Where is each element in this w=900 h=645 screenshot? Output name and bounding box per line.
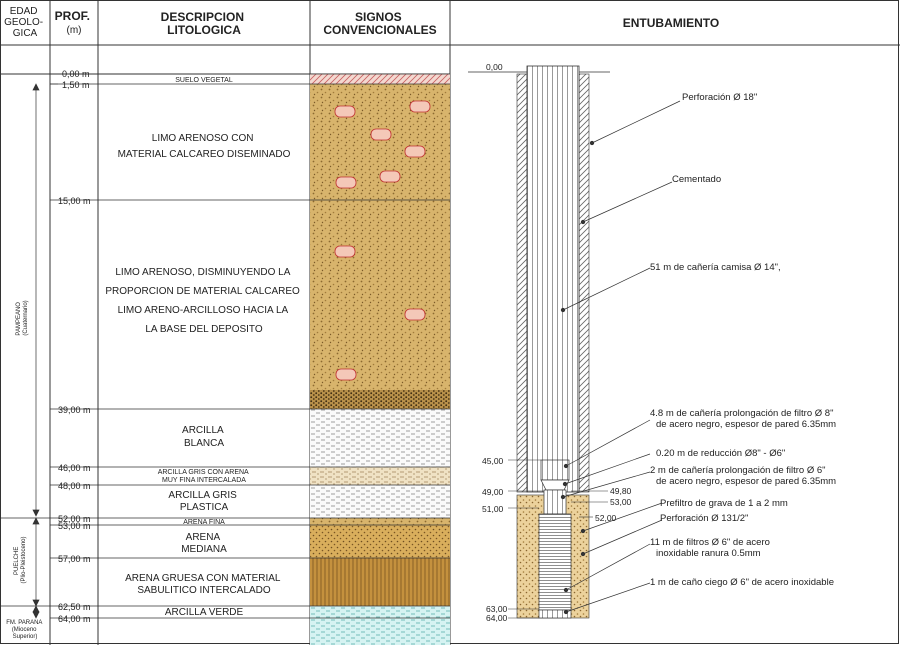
symbol-arcilla-verde xyxy=(310,606,450,645)
lith-suelo-vegetal: SUELO VEGETAL xyxy=(175,77,233,84)
header-descripcion: DESCRIPCION LITOLOGICA xyxy=(161,10,248,37)
depth-5: 48,00 m xyxy=(58,481,91,491)
cement-right xyxy=(578,73,590,493)
age-parana: FM. PARANA (Mioceno Superior) xyxy=(6,620,44,640)
symbol-arena-mediana xyxy=(310,525,450,558)
lith-arcilla-blanca: ARCILLA BLANCA xyxy=(182,425,226,449)
casing-depth-63: 63,00 xyxy=(486,604,508,614)
lithology-symbols xyxy=(310,74,450,645)
note-cano-ciego: 1 m de caño ciego Ø 6" de acero inoxidab… xyxy=(650,577,834,588)
extension-6 xyxy=(543,489,567,515)
casing-depth-labels: 0,00 45,00 49,00 51,00 49,80 53,00 52,00… xyxy=(482,62,632,623)
lith-arcilla-gris-arena: ARCILLA GRIS CON ARENA MUY FINA INTERCAL… xyxy=(158,469,251,484)
symbol-arena-fina xyxy=(310,518,450,525)
symbol-arena-gruesa xyxy=(310,558,450,606)
casing-depth-52: 52,00 xyxy=(595,513,617,523)
depth-6: 52,00 m xyxy=(58,514,91,524)
casing-depth-45: 45,00 xyxy=(482,456,504,466)
symbol-limo-base xyxy=(310,390,450,409)
lith-limo-disminuyendo: LIMO ARENOSO, DISMINUYENDO LA PROPORCION… xyxy=(105,267,302,335)
age-labels: PAMPEANO (Cuaternario) PUELCHE (Plio-Ple… xyxy=(6,300,44,640)
depth-8: 57,00 m xyxy=(58,554,91,564)
depth-4: 46,00 m xyxy=(58,463,91,473)
symbol-arcilla-blanca xyxy=(310,409,450,467)
extension-8 xyxy=(540,459,570,481)
note-camisa-14: 51 m de cañería camisa Ø 14", xyxy=(650,262,781,273)
note-perforacion-131-2: Perforación Ø 131/2" xyxy=(660,513,748,524)
casing-depth-0: 0,00 xyxy=(486,62,503,72)
note-prolongacion-6: 2 m de cañería prolongación de filtro Ø … xyxy=(650,465,836,487)
depth-labels: 0,00 m 1,50 m 15,00 m 39,00 m 46,00 m 48… xyxy=(50,69,91,624)
casing-depth-51: 51,00 xyxy=(482,504,504,514)
note-cementado: Cementado xyxy=(672,174,721,185)
cement-left xyxy=(516,73,528,493)
casing-depth-4980: 49,80 xyxy=(610,486,632,496)
lith-arena-fina: ARENA FINA xyxy=(183,519,225,526)
depth-3: 39,00 m xyxy=(58,405,91,415)
age-brackets xyxy=(32,83,40,619)
depth-0: 0,00 m xyxy=(62,69,90,79)
lith-arcilla-gris: ARCILLA GRIS PLASTICA xyxy=(168,490,239,513)
note-reduccion: 0.20 m de reducción Ø8" - Ø6" xyxy=(656,448,785,459)
note-prefiltro: Prefiltro de grava de 1 a 2 mm xyxy=(660,498,788,509)
header-edad: EDAD GEOLO- GICA xyxy=(4,6,46,39)
symbol-arcilla-gris-arena xyxy=(310,467,450,485)
depth-7: 53,00 m xyxy=(58,521,91,531)
note-perforacion-18: Perforación Ø 18" xyxy=(682,92,757,103)
lithology-descriptions: SUELO VEGETAL LIMO ARENOSO CON MATERIAL … xyxy=(105,77,302,618)
note-filtros: 11 m de filtros Ø 6" de acero inoxidable… xyxy=(650,537,773,559)
blind-pipe xyxy=(538,609,572,619)
annotation-leaders xyxy=(560,100,681,615)
depth-2: 15,00 m xyxy=(58,196,91,206)
casing-depth-53: 53,00 xyxy=(610,497,632,507)
well-casing-drawing xyxy=(468,65,610,619)
age-pampeano: PAMPEANO (Cuaternario) xyxy=(16,300,29,335)
casing-14 xyxy=(526,65,580,493)
header-signos: SIGNOS CONVENCIONALES xyxy=(323,10,436,37)
depth-1: 1,50 m xyxy=(62,80,90,90)
annotations: Perforación Ø 18" Cementado 51 m de cañe… xyxy=(650,92,836,588)
calcareous-nodules xyxy=(334,100,431,381)
casing-depth-49: 49,00 xyxy=(482,487,504,497)
column-headers: EDAD GEOLO- GICA PROF. (m) DESCRIPCION L… xyxy=(4,6,719,39)
header-entubamiento: ENTUBAMIENTO xyxy=(623,16,719,30)
depth-10: 64,00 m xyxy=(58,614,91,624)
lith-arena-mediana: ARENA MEDIANA xyxy=(181,532,227,555)
depth-9: 62,50 m xyxy=(58,602,91,612)
lith-limo-arenoso: LIMO ARENOSO CON MATERIAL CALCAREO DISEM… xyxy=(118,133,291,160)
note-prolongacion-8: 4.8 m de cañería prolongación de filtro … xyxy=(650,408,836,430)
header-prof: PROF. (m) xyxy=(55,9,94,36)
screen-filter xyxy=(538,513,572,611)
casing-depth-64: 64,00 xyxy=(486,613,508,623)
layer-boundaries xyxy=(0,73,450,619)
lith-arena-gruesa: ARENA GRUESA CON MATERIAL SABULITICO INT… xyxy=(125,573,283,596)
age-puelche: PUELCHE (Plio-Pleistoceno) xyxy=(14,536,27,583)
symbol-arcilla-gris xyxy=(310,485,450,518)
lith-arcilla-verde: ARCILLA VERDE xyxy=(165,607,244,618)
symbol-suelo-vegetal xyxy=(310,74,450,84)
